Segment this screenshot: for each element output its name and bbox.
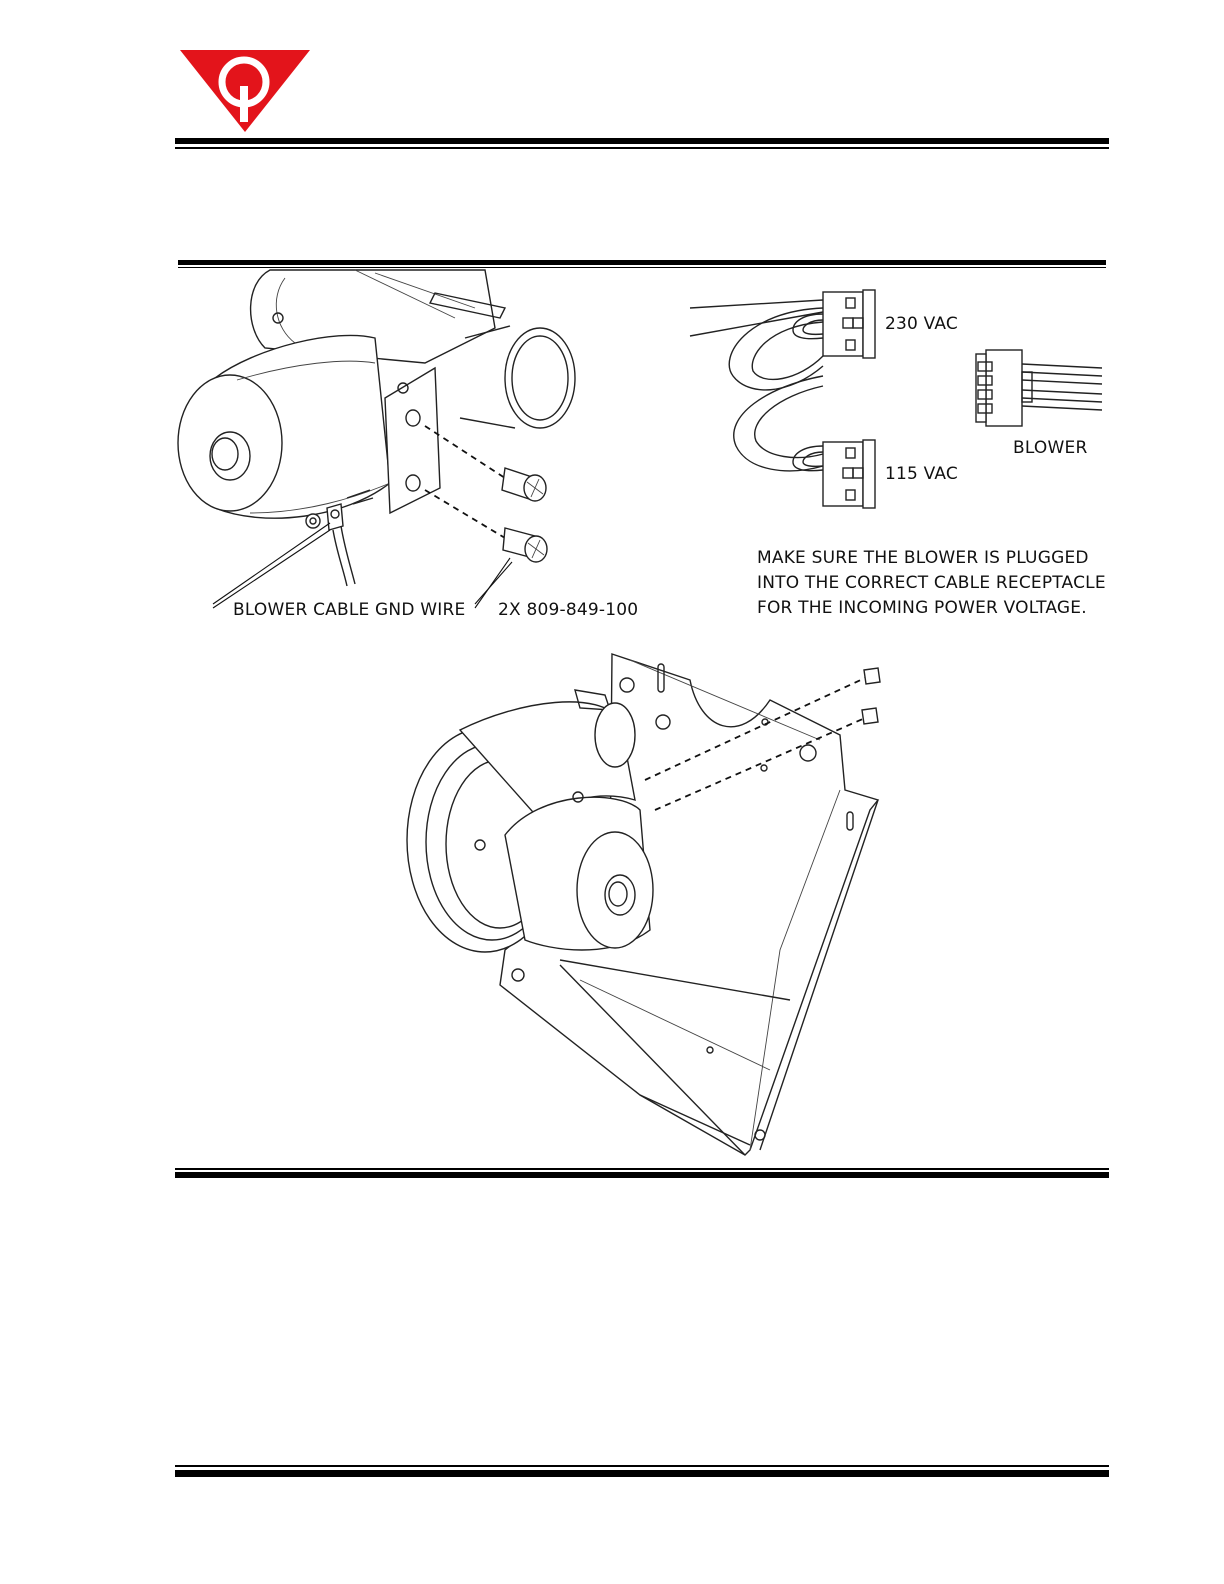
voltage-note: MAKE SURE THE BLOWER IS PLUGGED INTO THE… (757, 546, 1106, 621)
note-line-2: INTO THE CORRECT CABLE RECEPTACLE (757, 571, 1106, 596)
note-line-3: FOR THE INCOMING POWER VOLTAGE. (757, 596, 1106, 621)
label-blower-cable-gnd-wire: BLOWER CABLE GND WIRE (233, 602, 465, 619)
note-line-1: MAKE SURE THE BLOWER IS PLUGGED (757, 546, 1106, 571)
footer-rule-thin (175, 1465, 1109, 1467)
footer-rule-thick (175, 1470, 1109, 1477)
figure-bottom-rule-thin (175, 1168, 1109, 1170)
label-115-vac: 115 VAC (885, 466, 958, 483)
figure-bottom-rule (175, 1172, 1109, 1178)
label-screw-part-number: 2X 809-849-100 (498, 602, 638, 619)
blower-bracket-assembly-drawing (400, 650, 890, 1160)
label-blower: BLOWER (1013, 440, 1087, 457)
label-230-vac: 230 VAC (885, 316, 958, 333)
